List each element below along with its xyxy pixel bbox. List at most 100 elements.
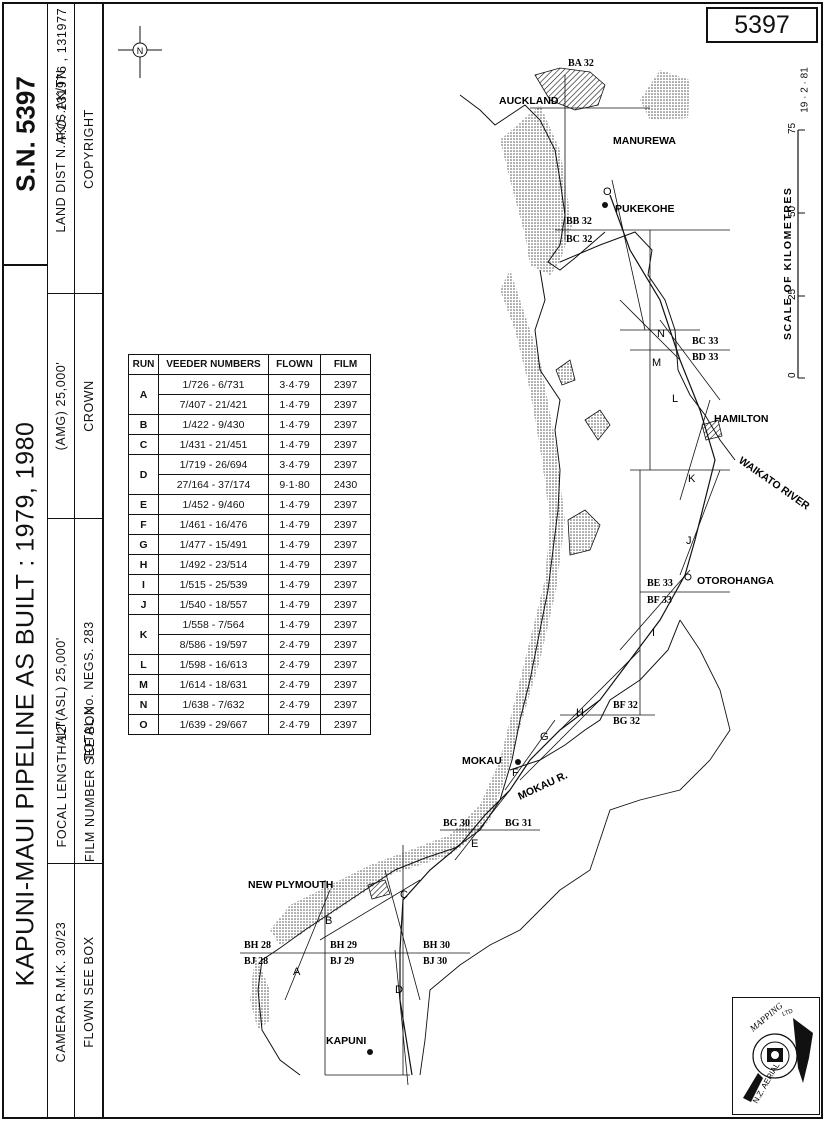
grid-bf32: BF 32 (613, 700, 638, 711)
run-letter-e: E (471, 838, 478, 850)
film-cell: 2397 (320, 374, 371, 395)
flown-cell: 3·4·79 (268, 374, 321, 395)
camera-column: LAND DIST N.AK/S.AK/TN. (AMG) 25,000' AL… (48, 4, 75, 1119)
pukekohe-marker (602, 202, 608, 208)
film-cell: 2397 (320, 394, 371, 415)
film-cell: 2397 (320, 714, 371, 735)
grid-bg31: BG 31 (505, 818, 532, 829)
grid-bj29: BJ 29 (330, 956, 354, 967)
run-cell: B (128, 414, 159, 435)
veeder-cell: 1/431 - 21/451 (158, 434, 269, 455)
run-letter-b: B (325, 915, 332, 927)
label-kapuni: KAPUNI (326, 1035, 366, 1047)
label-auckland: AUCKLAND (499, 95, 559, 107)
run-cell: C (128, 434, 159, 455)
aerial-mapping-logo: MAPPING LTD N.Z. AERIAL (732, 997, 820, 1115)
film-cell: 2397 (320, 634, 371, 655)
flown-cell: 1·4·79 (268, 574, 321, 595)
label-new-plymouth: NEW PLYMOUTH (248, 879, 333, 891)
veeder-cell: 1/614 - 18/631 (158, 674, 269, 695)
veeder-cell: 1/461 - 16/476 (158, 514, 269, 535)
veeder-cell: 1/452 - 9/460 (158, 494, 269, 515)
run-letter-i: I (652, 627, 655, 639)
flown-cell: 1·4·79 (268, 394, 321, 415)
run-cell: M (128, 674, 159, 695)
grid-bh29: BH 29 (330, 940, 357, 951)
run-letter-o: O (603, 186, 612, 198)
coastline (257, 94, 606, 1076)
veeder-cell: 1/719 - 26/694 (158, 454, 269, 475)
label-waikato-river: WAIKATO RIVER (736, 455, 812, 513)
kapuni-marker (367, 1049, 373, 1055)
scale-tick-75: 75 (787, 122, 798, 134)
flown-cell: 9·1·80 (268, 474, 321, 495)
film-cell: 2397 (320, 454, 371, 475)
veeder-cell: 1/422 - 9/430 (158, 414, 269, 435)
run-cell: O (128, 714, 159, 735)
grid-bh28: BH 28 (244, 940, 271, 951)
run-letter-m: M (652, 357, 661, 369)
flown-cell: 1·4·79 (268, 554, 321, 575)
mokau-river (509, 619, 681, 771)
run-letter-a: A (293, 966, 301, 978)
film-cell: 2397 (320, 654, 371, 675)
flown-cell: 1·4·79 (268, 594, 321, 615)
run-letter-d: D (395, 984, 403, 996)
veeder-cell: 1/515 - 25/539 (158, 574, 269, 595)
run-cell: H (128, 554, 159, 575)
grid-bg32: BG 32 (613, 716, 640, 727)
run-letter-f: F (512, 767, 519, 779)
run-cell: N (128, 694, 159, 715)
camera-logo-icon: MAPPING LTD N.Z. AERIAL (743, 1000, 813, 1105)
flown-cell: 2·4·79 (268, 694, 321, 715)
veeder-cell: 7/407 - 21/421 (158, 394, 269, 415)
scale-tick-25: 25 (787, 288, 798, 300)
north-letter: N (137, 46, 144, 56)
run-letter-l: L (672, 393, 678, 405)
auckland-urban-area (534, 67, 606, 111)
town-markers (367, 202, 692, 1055)
scale-tick-50: 50 (787, 205, 798, 217)
flown-cell: 1·4·79 (268, 534, 321, 555)
flown-cell: 2·4·79 (268, 674, 321, 695)
grid-be33: BE 33 (647, 578, 673, 589)
grid-bc33: BC 33 (692, 336, 718, 347)
header-run: RUN (128, 354, 159, 375)
margin-info-strip: KAPUNI-MAUI PIPELINE AS BUILT : 1979, 19… (4, 4, 104, 1119)
label-otorohanga: OTOROHANGA (697, 575, 774, 587)
run-letter-c: C (400, 889, 408, 901)
otorohanga-marker (684, 573, 692, 581)
veeder-cell: 1/558 - 7/564 (158, 614, 269, 635)
scale-bar: 0 25 50 75 SCALE OF KILOMETRES (782, 122, 805, 379)
grid-ba32: BA 32 (568, 58, 594, 69)
run-cell: F (128, 514, 159, 535)
logo-text-top: MAPPING (747, 1000, 785, 1034)
flown-cell: 2·4·79 (268, 634, 321, 655)
veeder-cell: 1/639 - 29/667 (158, 714, 269, 735)
run-cell: A (128, 374, 159, 415)
harbour-shapes (555, 359, 611, 556)
grid-bg30: BG 30 (443, 818, 470, 829)
run-letter-g: G (540, 731, 549, 743)
flown-cell: 2·4·79 (268, 654, 321, 675)
grid-bf33: BF 33 (647, 595, 672, 606)
run-cell: D (128, 454, 159, 495)
sheet-grid (240, 75, 730, 1076)
label-hamilton: HAMILTON (714, 413, 768, 425)
district-boundary (419, 619, 731, 1076)
veeder-cell: 1/598 - 16/613 (158, 654, 269, 675)
header-film: FILM (320, 354, 371, 375)
